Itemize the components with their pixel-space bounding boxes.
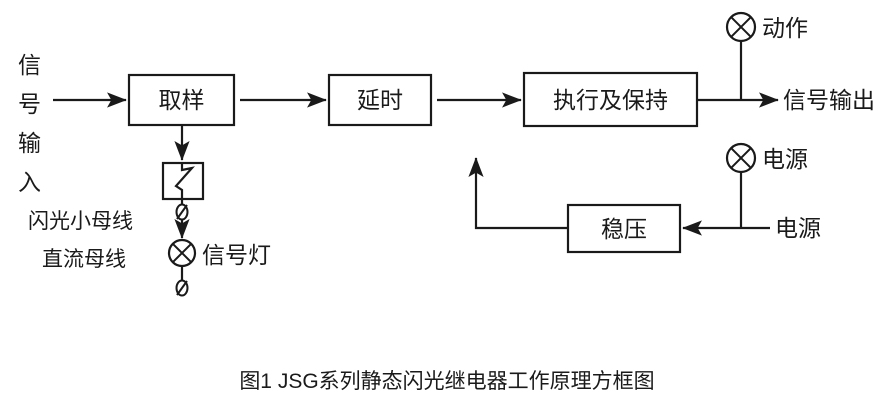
- signal-lamp: [167, 238, 197, 268]
- input-char-1: 信: [18, 52, 41, 78]
- block-delay-rect: [327, 73, 433, 127]
- action-lamp-label: 动作: [762, 15, 808, 41]
- signal-input-label: 信 号 输 入: [18, 52, 41, 195]
- block-regulator-label: 稳压: [601, 216, 647, 242]
- dc-bus-label: 直流母线: [42, 248, 126, 271]
- figure-caption: 图1 JSG系列静态闪光继电器工作原理方框图: [239, 370, 654, 393]
- wire-regulator-to-execute-feedback: [468, 157, 568, 230]
- flash-small-bus-label: 闪光小母线: [28, 210, 133, 233]
- power-lamp-cross-b: [730, 147, 752, 169]
- power-lamp: [725, 142, 757, 174]
- block-delay-label: 延时: [357, 87, 403, 113]
- signal-lamp-label: 信号灯: [202, 242, 271, 268]
- power-lamp-label: 电源: [762, 146, 808, 172]
- flash-bus-terminal-slash: [176, 204, 188, 220]
- flash-bus-terminal: [175, 203, 189, 221]
- dc-bus-terminal-slash: [176, 280, 188, 296]
- action-lamp-cross-b: [730, 16, 752, 38]
- dc-bus-terminal: [175, 279, 189, 297]
- action-lamp: [725, 11, 757, 43]
- block-execute-label: 执行及保持: [553, 87, 668, 113]
- block-sampling: 取样: [127, 73, 236, 127]
- block-regulator-rect: [566, 203, 682, 254]
- block-delay: 延时: [327, 73, 433, 127]
- block-sampling-label: 取样: [159, 87, 205, 113]
- input-char-2: 号: [18, 91, 41, 117]
- signal-output-label: 信号输出: [783, 87, 875, 113]
- signal-lamp-cross-b: [172, 243, 192, 263]
- input-char-4: 入: [18, 169, 41, 195]
- relay-switch-icon: [174, 163, 196, 199]
- block-execute-rect: [522, 71, 699, 128]
- relay-contact: [161, 161, 205, 201]
- block-execute: 执行及保持: [522, 71, 699, 128]
- power-input-label: 电源: [775, 215, 821, 241]
- input-char-3: 输: [18, 130, 41, 156]
- block-regulator: 稳压: [566, 203, 682, 254]
